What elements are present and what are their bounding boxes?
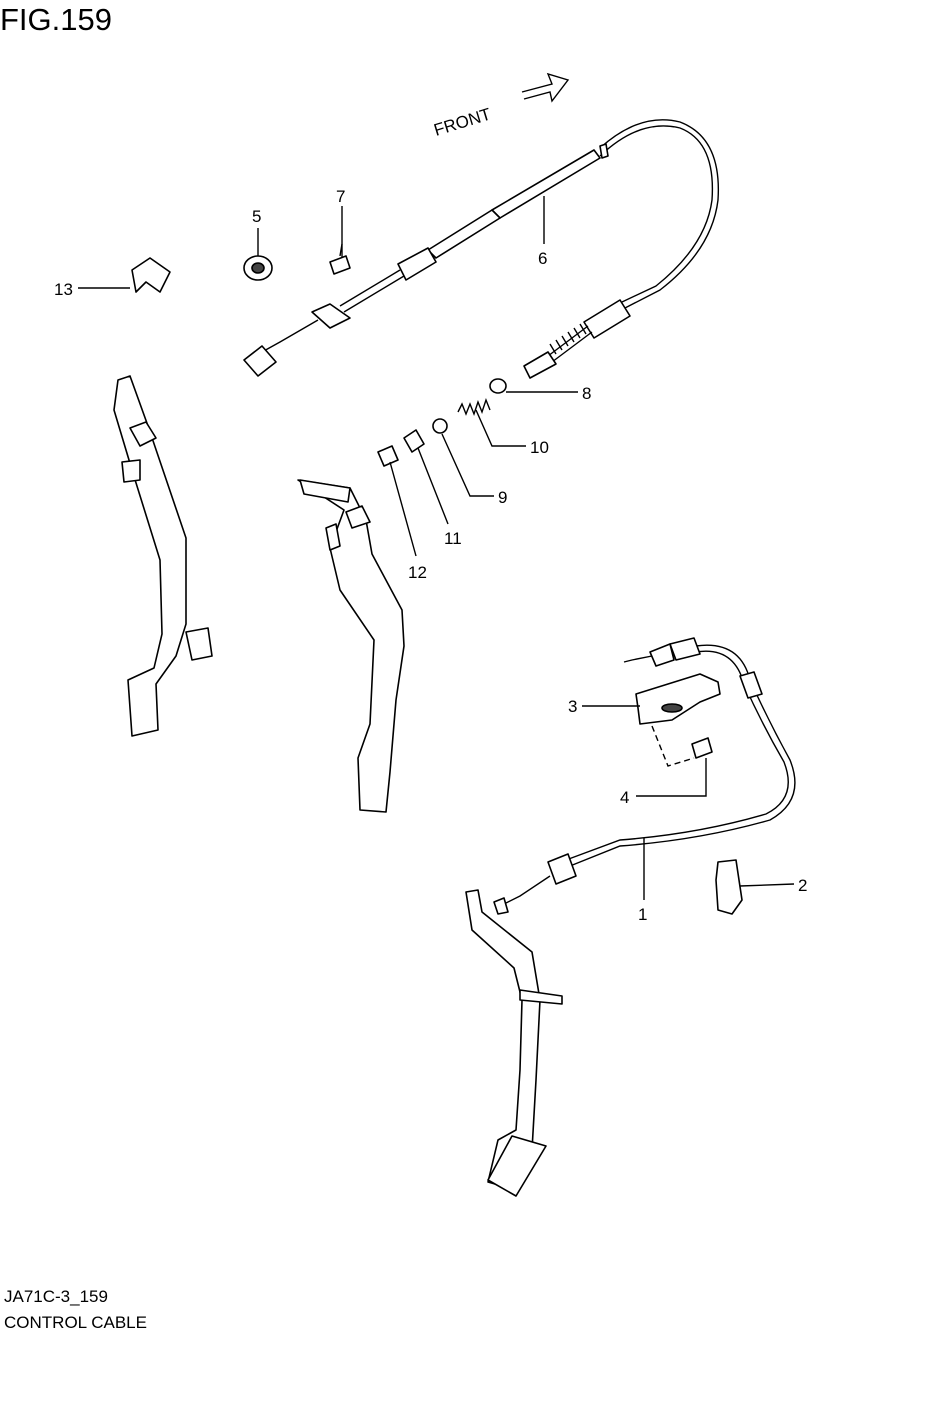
part-10-spring <box>457 397 491 417</box>
part-8-nut <box>489 378 507 394</box>
bracket-dashed-guide <box>651 725 695 767</box>
callout-12: 12 <box>408 563 427 582</box>
part-5-grommet <box>243 255 273 281</box>
pedal-middle <box>297 479 405 813</box>
callout-leaders <box>78 196 795 900</box>
pedal-left <box>113 375 213 737</box>
callout-13: 13 <box>54 280 73 299</box>
front-arrow-icon <box>521 72 570 103</box>
callout-7: 7 <box>336 187 345 206</box>
callout-1: 1 <box>638 905 647 924</box>
callout-3: 3 <box>568 697 577 716</box>
part-6-upper-cable <box>243 119 720 379</box>
callout-10: 10 <box>530 438 549 457</box>
callout-11: 11 <box>444 529 462 548</box>
figure-title: FIG.159 <box>0 2 112 37</box>
part-1-lower-cable <box>493 637 796 915</box>
front-label: FRONT <box>432 105 494 140</box>
part-2-clip <box>715 859 743 915</box>
callout-9: 9 <box>498 488 507 507</box>
callout-8: 8 <box>582 384 591 403</box>
figure-code: JA71C-3_159 <box>4 1287 108 1306</box>
callout-6: 6 <box>538 249 547 268</box>
part-13-clip <box>131 257 171 293</box>
pedal-lower <box>465 889 563 1197</box>
callout-5: 5 <box>252 207 261 226</box>
callout-4: 4 <box>620 788 629 807</box>
part-12-nut <box>377 445 399 467</box>
callout-2: 2 <box>798 876 807 895</box>
figure-caption: CONTROL CABLE <box>4 1313 147 1332</box>
part-11-bushing <box>403 429 425 453</box>
part-4-bolt <box>691 737 713 759</box>
part-7-bolt <box>329 243 351 275</box>
part-9-washer <box>432 418 448 434</box>
part-3-bracket <box>635 673 721 725</box>
